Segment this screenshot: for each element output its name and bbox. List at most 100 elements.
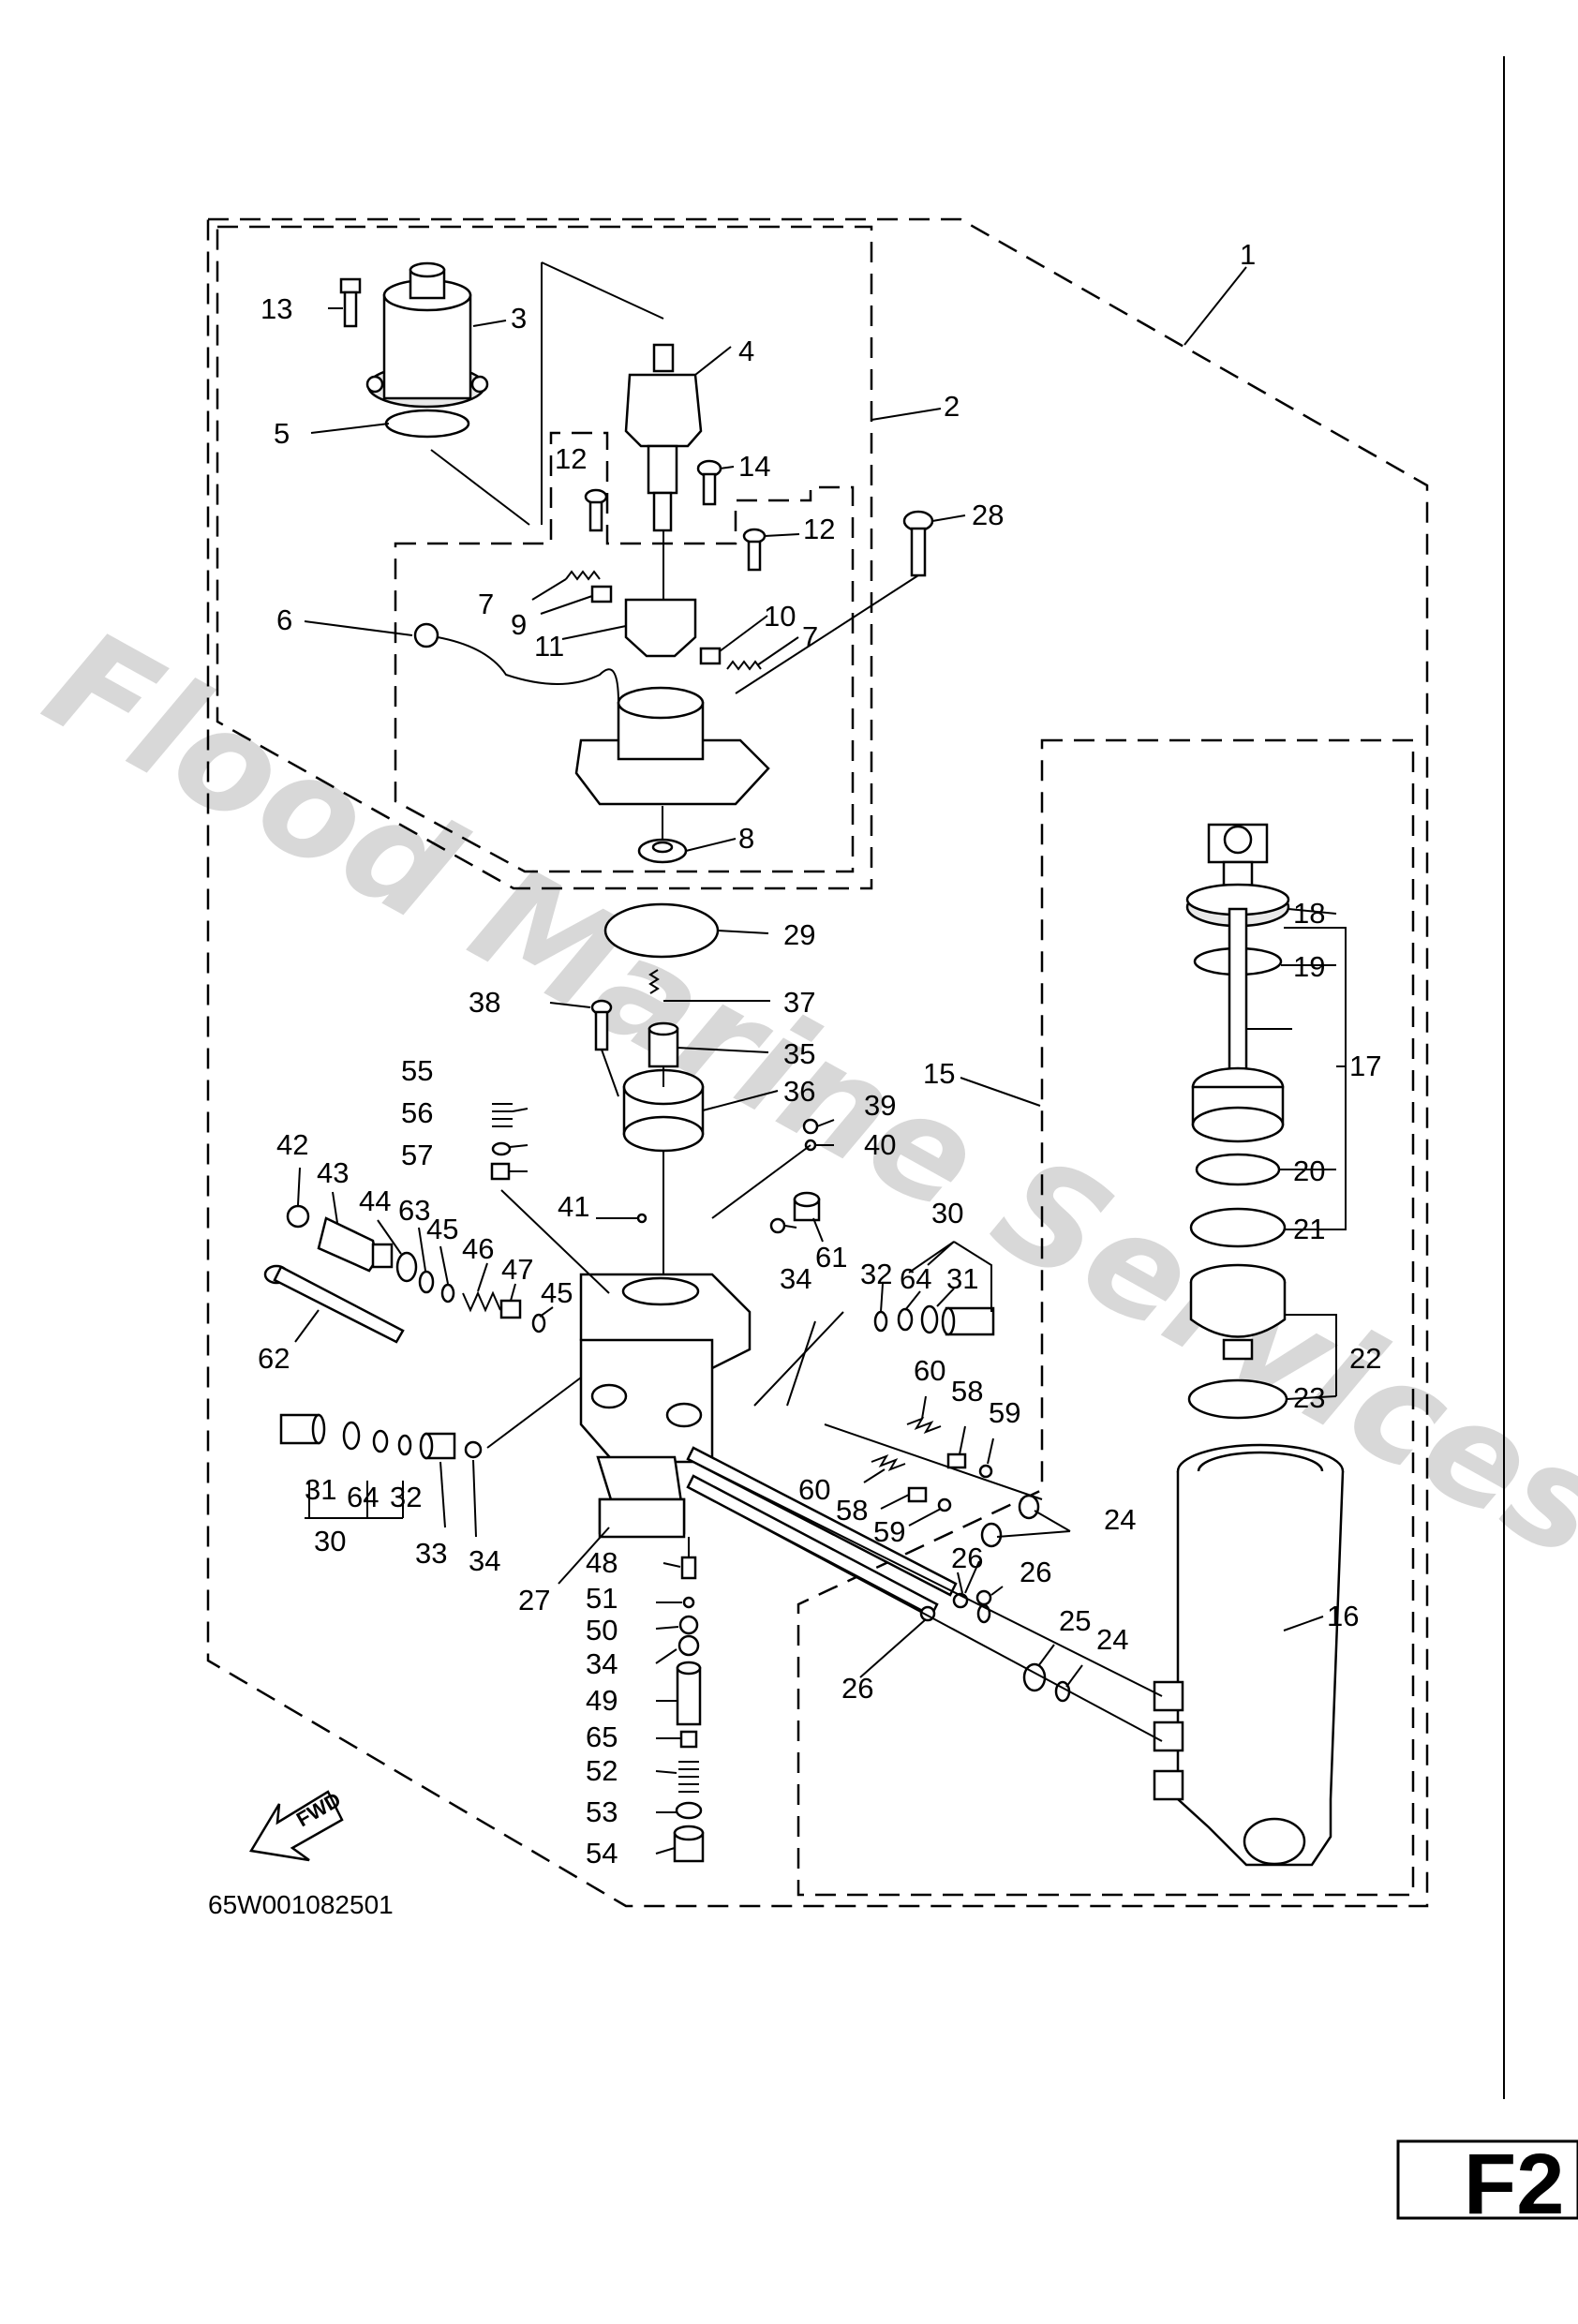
callout-50: 50 (586, 1614, 618, 1646)
bracket-27 (598, 1497, 686, 1539)
callout-40: 40 (864, 1128, 896, 1161)
callout-48: 48 (586, 1546, 618, 1579)
assembly-15-boundary (796, 738, 1415, 1897)
o-ring-24-upper (1018, 1494, 1040, 1520)
valve-49 (676, 1661, 702, 1726)
backup-ring-21 (1189, 1207, 1287, 1248)
washer-45-right (531, 1313, 546, 1333)
callout-58-lower: 58 (836, 1494, 868, 1527)
lead-wire (413, 622, 619, 704)
callout-5: 5 (274, 417, 290, 450)
valve-33 (419, 1432, 456, 1460)
o-ring-20 (1195, 1153, 1281, 1186)
callout-24-lower: 24 (1096, 1623, 1128, 1656)
bolt-28 (902, 510, 934, 577)
bolt-13 (339, 277, 362, 328)
callout-51: 51 (586, 1582, 618, 1615)
callout-57: 57 (401, 1139, 433, 1171)
callout-20: 20 (1293, 1155, 1325, 1187)
callout-61: 61 (815, 1241, 847, 1274)
through-bolt-62 (263, 1264, 405, 1344)
ball-59-lower (937, 1497, 952, 1512)
o-ring-26-b (975, 1589, 992, 1606)
o-ring-64-right (897, 1307, 914, 1332)
callout-39: 39 (864, 1089, 896, 1122)
o-ring-29 (603, 902, 720, 959)
pin-39 (802, 1118, 819, 1135)
callout-49: 49 (586, 1684, 618, 1717)
spring-7-left (565, 570, 601, 581)
callout-44: 44 (359, 1184, 391, 1217)
callout-10: 10 (764, 600, 796, 633)
callout-47: 47 (501, 1253, 533, 1286)
callout-12-left: 12 (555, 442, 587, 475)
callout-54: 54 (586, 1837, 618, 1870)
callout-3: 3 (511, 302, 527, 335)
plug-30-right (941, 1306, 995, 1336)
motor-o-ring (384, 409, 470, 439)
drawing-code: 65W001082501 (208, 1890, 394, 1919)
bolt-12-right (742, 528, 767, 572)
brush-10 (699, 647, 722, 665)
valve-58-upper (946, 1452, 967, 1469)
o-ring-64-left (372, 1429, 389, 1453)
ball-41 (636, 1213, 648, 1224)
plug-54 (673, 1825, 705, 1863)
valve-58-lower (907, 1486, 928, 1503)
plug-48 (680, 1556, 697, 1580)
callout-33: 33 (415, 1537, 447, 1570)
callout-27: 27 (518, 1584, 550, 1616)
callout-21: 21 (1293, 1213, 1325, 1245)
callout-30-right: 30 (931, 1197, 963, 1229)
callout-28: 28 (972, 499, 1004, 531)
callout-64-right: 64 (900, 1262, 931, 1295)
callout-18: 18 (1293, 897, 1325, 930)
callout-30-left: 30 (314, 1525, 346, 1557)
callout-14: 14 (738, 450, 770, 483)
motor-base-boundary (394, 431, 855, 873)
valve-57 (490, 1162, 511, 1181)
callout-46: 46 (462, 1232, 494, 1265)
callout-12-right: 12 (803, 513, 835, 545)
spring-46 (462, 1290, 501, 1313)
callout-64-left: 64 (347, 1481, 379, 1513)
callout-56: 56 (401, 1096, 433, 1129)
o-ring-63 (418, 1270, 435, 1294)
o-ring-31-right (920, 1304, 939, 1334)
callout-43: 43 (317, 1156, 349, 1189)
callout-32-right: 32 (860, 1258, 892, 1290)
washer-45-left (440, 1283, 455, 1304)
spring-55 (492, 1103, 513, 1127)
spring-37 (648, 969, 660, 994)
o-ring-32-left (397, 1434, 412, 1456)
callout-26-right: 26 (1020, 1556, 1051, 1588)
leader-lines (294, 266, 1347, 1855)
callout-23: 23 (1293, 1381, 1325, 1414)
callout-60-upper: 60 (914, 1354, 945, 1387)
callout-7-right: 7 (802, 620, 818, 653)
callout-42: 42 (276, 1128, 308, 1161)
o-ring-34-left (464, 1440, 483, 1459)
cylinder-cap-22 (1189, 1263, 1287, 1361)
callout-17: 17 (1349, 1050, 1381, 1082)
assembly-1-boundary (206, 217, 1429, 1908)
valve-43 (317, 1216, 394, 1273)
spring-7-right (726, 660, 762, 671)
o-ring-23 (1187, 1378, 1288, 1420)
ball-51 (682, 1596, 695, 1609)
callout-labels: 1 2 3 4 5 6 7 7 8 9 10 11 12 12 13 14 15… (258, 238, 1381, 1870)
callout-6: 6 (276, 603, 292, 636)
assembly-lines (430, 261, 1163, 1742)
o-ring-44 (395, 1251, 418, 1283)
power-trim-motor (365, 261, 489, 409)
callout-35: 35 (783, 1037, 815, 1070)
callout-62: 62 (258, 1342, 290, 1375)
callout-13: 13 (261, 292, 292, 325)
spring-60-upper (906, 1417, 942, 1434)
oil-seal (637, 838, 688, 864)
callout-1: 1 (1240, 238, 1256, 271)
callout-29: 29 (783, 918, 815, 951)
callout-34-top: 34 (780, 1262, 811, 1295)
callout-31-right: 31 (946, 1262, 978, 1295)
